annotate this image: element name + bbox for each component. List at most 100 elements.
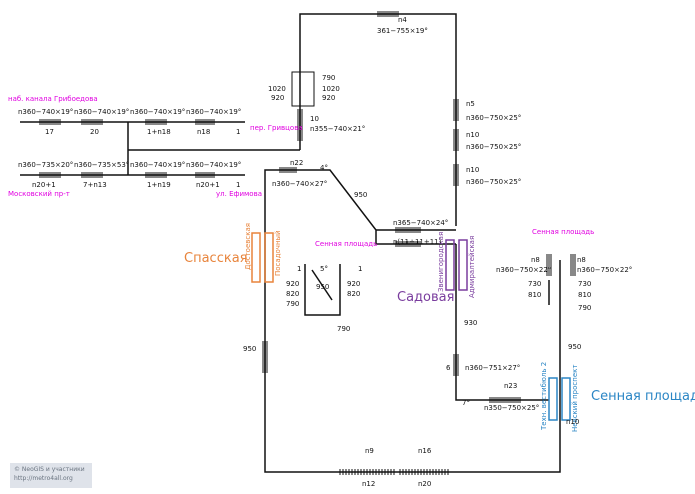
label-kanal-griboedova: наб. канала Грибоедова — [8, 95, 98, 103]
label-sennaya-small-right: Сенная площадь — [532, 228, 594, 236]
label-sennaya-small: Сенная площадь — [315, 240, 377, 248]
spec-4deg: 4° — [320, 164, 328, 172]
spec-n360-740-27: n360−740×27° — [272, 180, 327, 188]
spec-n360-750-22-b: n360−750×22° — [577, 266, 632, 274]
spec-n350: n350−750×25° — [484, 404, 539, 412]
spec-790-d: 790 — [578, 304, 591, 312]
station-sennaya: Сенная площадь — [591, 389, 695, 404]
spec-1020-a: 1020 — [268, 85, 286, 93]
spec-branch2-d: n360−740×19° — [186, 161, 241, 169]
spec-361: 361−755×19° — [377, 27, 428, 35]
label-ul-efimova: ул. Ефимова — [216, 190, 262, 198]
spec-n22: n22 — [290, 159, 303, 167]
station-sadovaya: Садовая — [397, 290, 454, 305]
spec-1-c: 1 — [297, 265, 301, 273]
spec-n360-750-25-b: n360−750×25° — [466, 143, 521, 151]
spasskaya-platform-1 — [251, 232, 261, 283]
spec-920-b: 920 — [322, 94, 335, 102]
spec-branch2-a: n360−735×20° — [18, 161, 73, 169]
spec-n8-b: n8 — [577, 256, 586, 264]
credit-line-2: http://metro4all.org — [14, 475, 73, 482]
sennaya-platform-1 — [548, 377, 558, 421]
spec-730-a: 730 — [528, 280, 541, 288]
spec-n5: n5 — [466, 100, 475, 108]
platform-dostoevskaya: Достоевская — [244, 223, 252, 270]
spec-820-a: 820 — [286, 290, 299, 298]
spec-n20p1-b: n20+1 — [196, 181, 220, 189]
spec-1n18: 1+n18 — [147, 128, 171, 136]
spec-920-d: 920 — [347, 280, 360, 288]
spec-17: 17 — [45, 128, 54, 136]
spec-n20: n20 — [418, 480, 431, 488]
platform-nevsky: Невский проспект — [571, 365, 579, 432]
spec-1-a: 1 — [236, 128, 240, 136]
spec-950-c: 950 — [243, 345, 256, 353]
spec-5deg: 5° — [320, 265, 328, 273]
spec-n11: n(11+11+11) — [393, 238, 442, 246]
turnback-box — [291, 71, 315, 107]
spec-branch1-b: n360−740×19° — [74, 108, 129, 116]
spec-n16: n16 — [418, 447, 432, 455]
credit-box: © NeoGIS и участники http://metro4all.or… — [10, 463, 92, 488]
spec-n365: n365−740×24° — [393, 219, 448, 227]
label-moskovsky: Московский пр-т — [8, 190, 70, 198]
tracks — [20, 13, 561, 473]
spec-7deg: 7° — [462, 399, 470, 407]
track-n22 — [264, 169, 456, 245]
spec-950-b: 950 — [316, 283, 329, 291]
spec-930: 930 — [464, 319, 477, 327]
spec-n360-750-25-a: n360−750×25° — [466, 114, 521, 122]
spec-950-a: 950 — [354, 191, 367, 199]
spec-810-b: 810 — [578, 291, 591, 299]
spec-n360-750-25-c: n360−750×25° — [466, 178, 521, 186]
spec-n10-b: n10 — [466, 166, 479, 174]
spec-n4: n4 — [398, 16, 407, 24]
credit-line-1: © NeoGIS и участники — [14, 466, 85, 473]
spec-920-c: 920 — [286, 280, 299, 288]
spec-6: 6 — [446, 364, 451, 372]
spec-7pn13: 7+n13 — [83, 181, 107, 189]
platform-zvenigorodskaya: Звенигородская — [437, 232, 445, 292]
spec-n355: n355−740×21° — [310, 125, 365, 133]
spec-1-d: 1 — [358, 265, 362, 273]
spec-1pn19: 1+n19 — [147, 181, 171, 189]
spec-n10-c: n10 — [566, 418, 579, 426]
spec-1020-b: 1020 — [322, 85, 340, 93]
spec-730-b: 730 — [578, 280, 591, 288]
platform-posadochnyi: Посадочный — [274, 230, 282, 276]
spec-790-c: 790 — [337, 325, 350, 333]
spec-n10-a: n10 — [466, 131, 479, 139]
spec-1-b: 1 — [236, 181, 240, 189]
spec-920-a: 920 — [271, 94, 284, 102]
spec-n8-a: n8 — [531, 256, 540, 264]
spec-branch1-c: n360−740×19° — [130, 108, 185, 116]
spec-n12: n12 — [362, 480, 375, 488]
track-pocket — [304, 264, 341, 316]
spec-branch1-d: n360−740×19° — [186, 108, 241, 116]
track-ties — [39, 11, 576, 475]
spec-n9: n9 — [365, 447, 374, 455]
spec-790-b: 790 — [286, 300, 299, 308]
sennaya-platform-2 — [561, 377, 571, 421]
spec-n18: n18 — [197, 128, 210, 136]
platform-tekh-vestibul: Техн. вестибюль 2 — [540, 362, 548, 431]
spec-n20p1: n20+1 — [32, 181, 56, 189]
spec-950-d: 950 — [568, 343, 581, 351]
spasskaya-platform-2 — [264, 232, 274, 283]
label-per-grivtsova: пер. Гривцова — [250, 124, 303, 132]
track-pocket-diagonal — [311, 269, 333, 301]
spec-20: 20 — [90, 128, 99, 136]
sadovaya-platform-2 — [458, 239, 468, 291]
spec-n360-751-27: n360−751×27° — [465, 364, 520, 372]
spec-branch2-b: n360−735×53° — [74, 161, 129, 169]
spec-branch1-a: n360−740×19° — [18, 108, 73, 116]
platform-admiralteiskaya: Адмиралтейская — [468, 236, 476, 298]
spec-820-b: 820 — [347, 290, 360, 298]
spec-790: 790 — [322, 74, 335, 82]
spec-n23: n23 — [504, 382, 517, 390]
station-boxes — [251, 71, 571, 421]
spec-n360-750-22-a: n360−750×22° — [496, 266, 551, 274]
spec-branch2-c: n360−740×19° — [130, 161, 185, 169]
spec-10: 10 — [310, 115, 319, 123]
